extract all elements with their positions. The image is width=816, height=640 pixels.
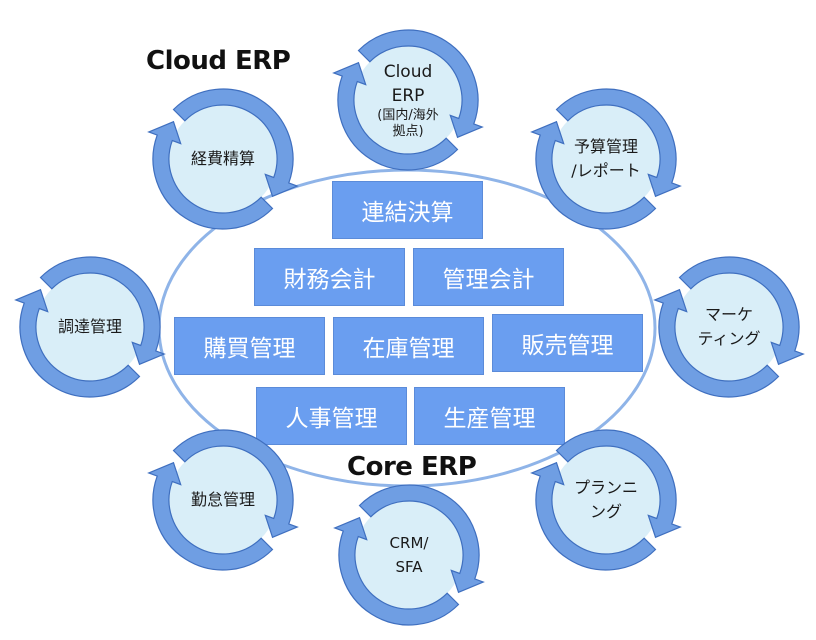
cycle-arrows-icon [530,429,682,571]
crm-line1: CRM/ [389,534,429,552]
cycle-attendance: 勤怠管理 [145,422,301,578]
cycle-disc [36,273,144,381]
cycle-arrows-icon [530,88,682,230]
budget-line1: 予算管理 [573,137,638,156]
cycle-disc [675,273,783,381]
core-erp-title: Core ERP [347,452,477,482]
cycle-arrow-upper [172,88,299,198]
cloud-erp-title: Cloud ERP [146,46,291,76]
marketing-line2: ティング [697,329,761,348]
cycle-arrow-lower [653,288,780,398]
planning-line1: プランニ [573,478,638,497]
cycle-disc [552,446,660,554]
cycle-arrow-upper [678,256,805,366]
cloud-erp-line4: 拠点) [392,124,424,139]
cycle-arrow-lower [147,120,274,230]
planning-line2: ング [589,502,622,521]
crm-label: CRM/ SFA [356,502,462,608]
cycle-arrow-lower [530,461,657,571]
cycle-arrows-icon [333,484,485,626]
cycle-crm: CRM/ SFA [331,477,487,633]
marketing-line1: マーケ [704,305,753,324]
cycle-arrows-icon [14,256,166,398]
cycle-arrow-upper [39,256,166,366]
cycle-arrow-upper [172,429,299,539]
cloud-erp-label: Cloud ERP (国内/海外 拠点) [355,47,461,153]
module-financial-accounting: 財務会計 [254,248,405,306]
cycle-disc [169,446,277,554]
cycle-arrow-upper [555,429,682,539]
cycle-arrow-upper [357,29,484,139]
cycle-disc [169,105,277,213]
cloud-erp-line2: ERP [391,86,425,106]
crm-line2: SFA [395,558,423,576]
cycle-arrow-lower [333,516,460,626]
module-purchasing: 購買管理 [174,317,325,375]
cycle-arrows-icon [147,88,299,230]
cycle-arrow-lower [530,120,657,230]
procurement-text: 調達管理 [57,317,122,336]
module-hr: 人事管理 [256,387,407,445]
cycle-marketing: マーケ ティング [651,249,807,405]
cycle-arrow-lower [14,288,141,398]
attendance-text: 勤怠管理 [190,490,255,509]
cycle-arrows-icon [147,429,299,571]
module-production: 生産管理 [414,387,565,445]
planning-label: プランニ ング [553,447,659,553]
procurement-label: 調達管理 [37,274,143,380]
cycle-disc [552,105,660,213]
budget-line2: /レポート [571,161,641,180]
expense-label: 経費精算 [170,106,276,212]
cycle-arrow-upper [358,484,485,594]
cycle-disc [354,46,462,154]
cloud-erp-line1: Cloud [383,62,433,82]
cycle-arrow-lower [332,61,459,171]
module-management-accounting: 管理会計 [413,248,564,306]
module-sales: 販売管理 [492,314,643,372]
cycle-planning: プランニ ング [528,422,684,578]
marketing-label: マーケ ティング [676,274,782,380]
cycle-expense: 経費精算 [145,81,301,237]
cycle-disc [355,501,463,609]
cloud-erp-line3: (国内/海外 [377,108,439,123]
module-inventory: 在庫管理 [333,317,484,375]
cycle-budget: 予算管理 /レポート [528,81,684,237]
cycle-arrows-icon [653,256,805,398]
cycle-arrows-icon [332,29,484,171]
cycle-cloud-erp: Cloud ERP (国内/海外 拠点) [330,22,486,178]
cycle-arrow-lower [147,461,274,571]
expense-text: 経費精算 [190,149,255,168]
budget-label: 予算管理 /レポート [553,106,659,212]
module-consolidation: 連結決算 [332,181,483,239]
cycle-arrow-upper [555,88,682,198]
attendance-label: 勤怠管理 [170,447,276,553]
cycle-procurement: 調達管理 [12,249,168,405]
